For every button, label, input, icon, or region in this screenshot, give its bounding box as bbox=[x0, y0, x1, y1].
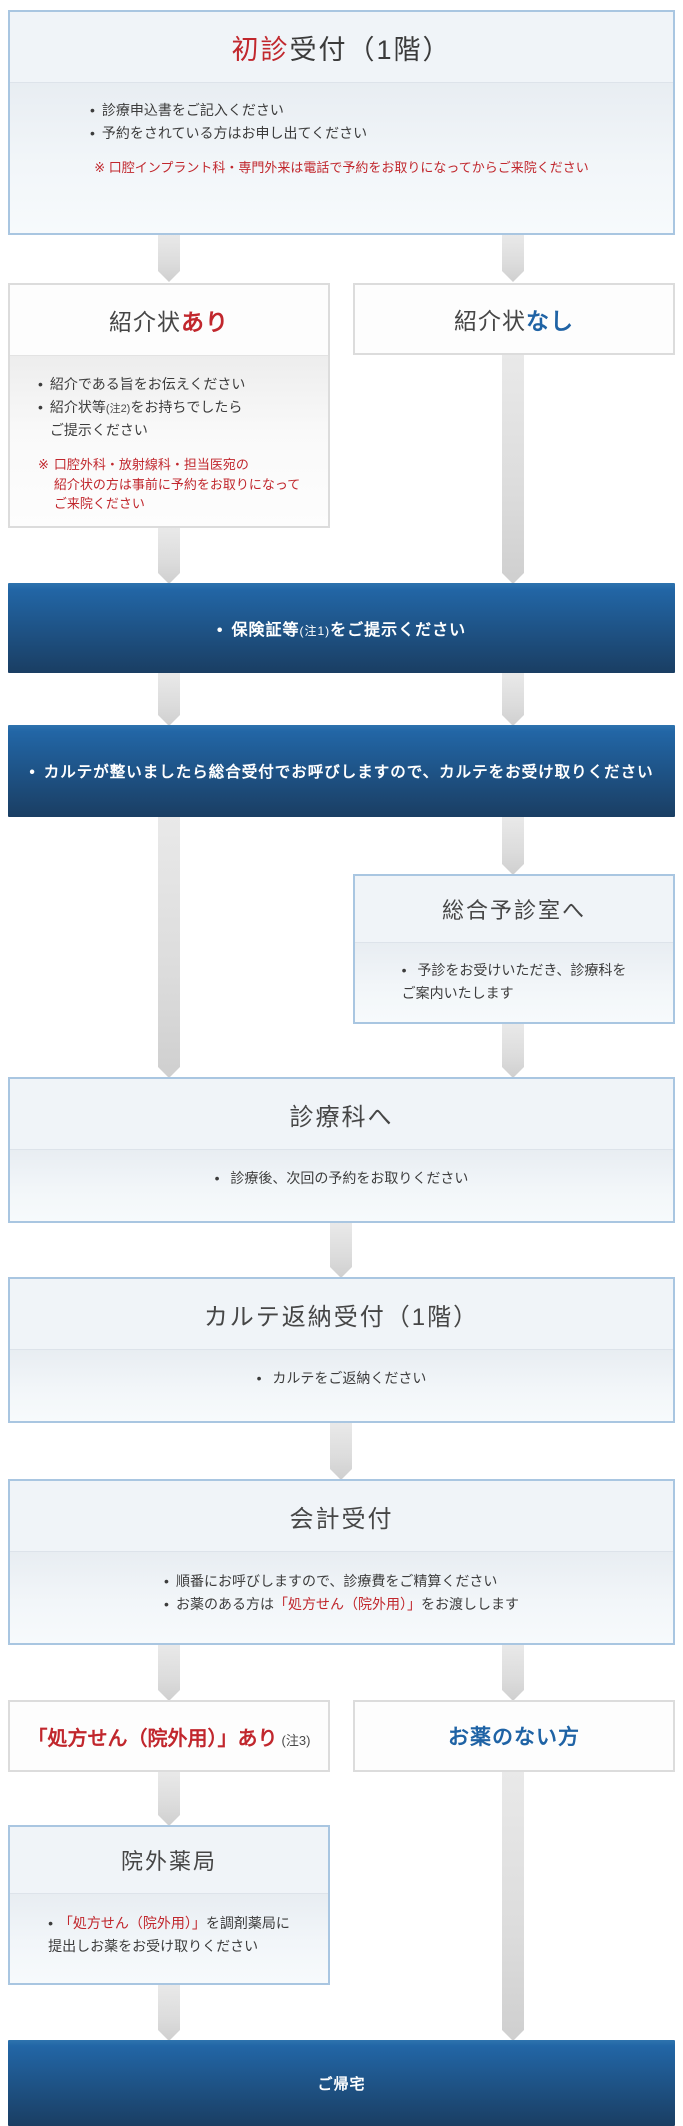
banner-insurance-text: 保険証等(注1)をご提示ください bbox=[231, 622, 467, 639]
node-first-visit-title: 初診受付（1階） bbox=[231, 34, 452, 65]
bullet-icon: • bbox=[164, 1596, 169, 1613]
bullet-icon: • bbox=[90, 102, 95, 118]
list-item: • カルテをご返納ください bbox=[256, 1370, 427, 1386]
list-item: • 「処方せん（院外用）」を調剤薬局に提出しお薬をお受け取りください bbox=[48, 1915, 290, 1955]
node-external-pharmacy-header: 院外薬局 bbox=[10, 1827, 328, 1893]
first-visit-note: ※ 口腔インプラント科・専門外来は電話で予約をお取りになってからご来院ください bbox=[94, 160, 589, 176]
node-department-header: 診療科へ bbox=[10, 1079, 673, 1149]
node-external-pharmacy-body: • 「処方せん（院外用）」を調剤薬局に提出しお薬をお受け取りください bbox=[10, 1893, 328, 1983]
bullet-icon: • bbox=[216, 622, 224, 639]
arrow-down-icon bbox=[158, 817, 180, 1078]
list-item: • お薬のある方は「処方せん（院外用）」をお渡しします bbox=[164, 1593, 519, 1616]
node-pre-exam-title: 総合予診室へ bbox=[441, 898, 586, 923]
arrow-down-icon bbox=[502, 1645, 524, 1701]
bullet-icon: • bbox=[90, 125, 95, 142]
node-prescription-yes-header: 「処方せん（院外用）」あり(注3) bbox=[10, 1702, 328, 1770]
bullet-icon: • bbox=[38, 376, 43, 392]
bullet-icon: • bbox=[164, 1573, 169, 1589]
arrow-down-icon bbox=[158, 673, 180, 726]
referral-yes-note: ※ 口腔外科・放射線科・担当医宛の 紹介状の方は事前に予約をお取りになって ご来… bbox=[38, 457, 301, 512]
node-karte-return: カルテ返納受付（1階） • カルテをご返納ください bbox=[8, 1277, 675, 1423]
node-first-visit-body: • 診療申込書をご記入ください • 予約をされている方はお申し出てください ※ … bbox=[10, 82, 673, 233]
bullet-icon: • bbox=[29, 764, 36, 781]
node-no-medicine-title: お薬のない方 bbox=[448, 1726, 580, 1749]
banner-insurance-card: • 保険証等(注1)をご提示ください bbox=[8, 583, 675, 673]
node-karte-return-body: • カルテをご返納ください bbox=[10, 1349, 673, 1421]
arrow-down-icon bbox=[502, 817, 524, 875]
node-no-medicine: お薬のない方 bbox=[353, 1700, 675, 1772]
list-item: • 診療後、次回の予約をお取りください bbox=[214, 1170, 469, 1186]
node-prescription-yes-title: 「処方せん（院外用）」あり(注3) bbox=[27, 1727, 311, 1750]
arrow-down-icon bbox=[158, 1772, 180, 1826]
arrow-down-icon bbox=[158, 1985, 180, 2041]
arrow-down-icon bbox=[158, 528, 180, 584]
node-karte-return-header: カルテ返納受付（1階） bbox=[10, 1279, 673, 1349]
node-first-visit-reception: 初診受付（1階） • 診療申込書をご記入ください • 予約をされている方はお申し… bbox=[8, 10, 675, 235]
list-item: • 紹介状等(注2)をお持ちでしたら ご提示ください bbox=[38, 396, 316, 442]
node-referral-no: 紹介状なし bbox=[353, 283, 675, 355]
node-department-body: • 診療後、次回の予約をお取りください bbox=[10, 1149, 673, 1221]
arrow-down-icon bbox=[330, 1423, 352, 1480]
node-payment-reception: 会計受付 • 順番にお呼びしますので、診療費をご精算ください • お薬のある方は… bbox=[8, 1479, 675, 1645]
node-pre-exam-room: 総合予診室へ • 予診をお受けいただき、診療科をご案内いたします bbox=[353, 874, 675, 1024]
node-pre-exam-header: 総合予診室へ bbox=[355, 876, 673, 942]
arrow-down-icon bbox=[158, 235, 180, 282]
bullet-icon: • bbox=[48, 1915, 53, 1931]
node-referral-no-header: 紹介状なし bbox=[355, 285, 673, 353]
list-item: • 予診をお受けいただき、診療科をご案内いたします bbox=[401, 962, 627, 1002]
banner-go-home-title: ご帰宅 bbox=[317, 2075, 366, 2093]
node-external-pharmacy: 院外薬局 • 「処方せん（院外用）」を調剤薬局に提出しお薬をお受け取りください bbox=[8, 1825, 330, 1985]
bullet-icon: • bbox=[256, 1370, 262, 1386]
list-item: • 予約をされている方はお申し出てください bbox=[90, 122, 673, 145]
node-referral-yes-title: 紹介状あり bbox=[109, 309, 229, 335]
node-payment-header: 会計受付 bbox=[10, 1481, 673, 1551]
arrow-down-icon bbox=[502, 1024, 524, 1078]
arrow-down-icon bbox=[502, 235, 524, 282]
note-marker: ※ bbox=[38, 457, 49, 473]
node-referral-yes: 紹介状あり • 紹介である旨をお伝えください • 紹介状等(注2)をお持ちでした… bbox=[8, 283, 330, 528]
banner-karte-ready: • カルテが整いましたら総合受付でお呼びしますので、カルテをお受け取りください bbox=[8, 725, 675, 817]
node-department-title: 診療科へ bbox=[289, 1103, 394, 1131]
arrow-down-icon bbox=[502, 355, 524, 584]
bullet-icon: • bbox=[38, 399, 43, 416]
node-referral-no-title: 紹介状なし bbox=[454, 308, 574, 334]
node-pre-exam-body: • 予診をお受けいただき、診療科をご案内いたします bbox=[355, 942, 673, 1022]
arrow-down-icon bbox=[502, 673, 524, 726]
arrow-down-icon bbox=[330, 1223, 352, 1278]
node-external-pharmacy-title: 院外薬局 bbox=[120, 1849, 217, 1874]
banner-go-home: ご帰宅 bbox=[8, 2040, 675, 2126]
bullet-icon: • bbox=[214, 1170, 220, 1186]
node-karte-return-title: カルテ返納受付（1階） bbox=[203, 1303, 480, 1331]
node-no-medicine-header: お薬のない方 bbox=[355, 1702, 673, 1770]
node-referral-yes-header: 紹介状あり bbox=[10, 285, 328, 355]
arrow-down-icon bbox=[158, 1645, 180, 1701]
node-payment-title: 会計受付 bbox=[289, 1505, 394, 1533]
arrow-down-icon bbox=[502, 1772, 524, 2041]
banner-karte-text: カルテが整いましたら総合受付でお呼びしますので、カルテをお受け取りください bbox=[43, 764, 654, 781]
node-payment-body: • 順番にお呼びしますので、診療費をご精算ください • お薬のある方は「処方せん… bbox=[10, 1551, 673, 1643]
list-item: • 診療申込書をご記入ください bbox=[90, 99, 673, 122]
node-department: 診療科へ • 診療後、次回の予約をお取りください bbox=[8, 1077, 675, 1223]
node-prescription-yes: 「処方せん（院外用）」あり(注3) bbox=[8, 1700, 330, 1772]
bullet-icon: • bbox=[401, 962, 407, 978]
list-item: • 紹介である旨をお伝えください bbox=[38, 373, 316, 396]
node-referral-yes-body: • 紹介である旨をお伝えください • 紹介状等(注2)をお持ちでしたら ご提示く… bbox=[10, 355, 328, 526]
list-item: • 順番にお呼びしますので、診療費をご精算ください bbox=[164, 1570, 519, 1593]
node-first-visit-header: 初診受付（1階） bbox=[10, 12, 673, 82]
